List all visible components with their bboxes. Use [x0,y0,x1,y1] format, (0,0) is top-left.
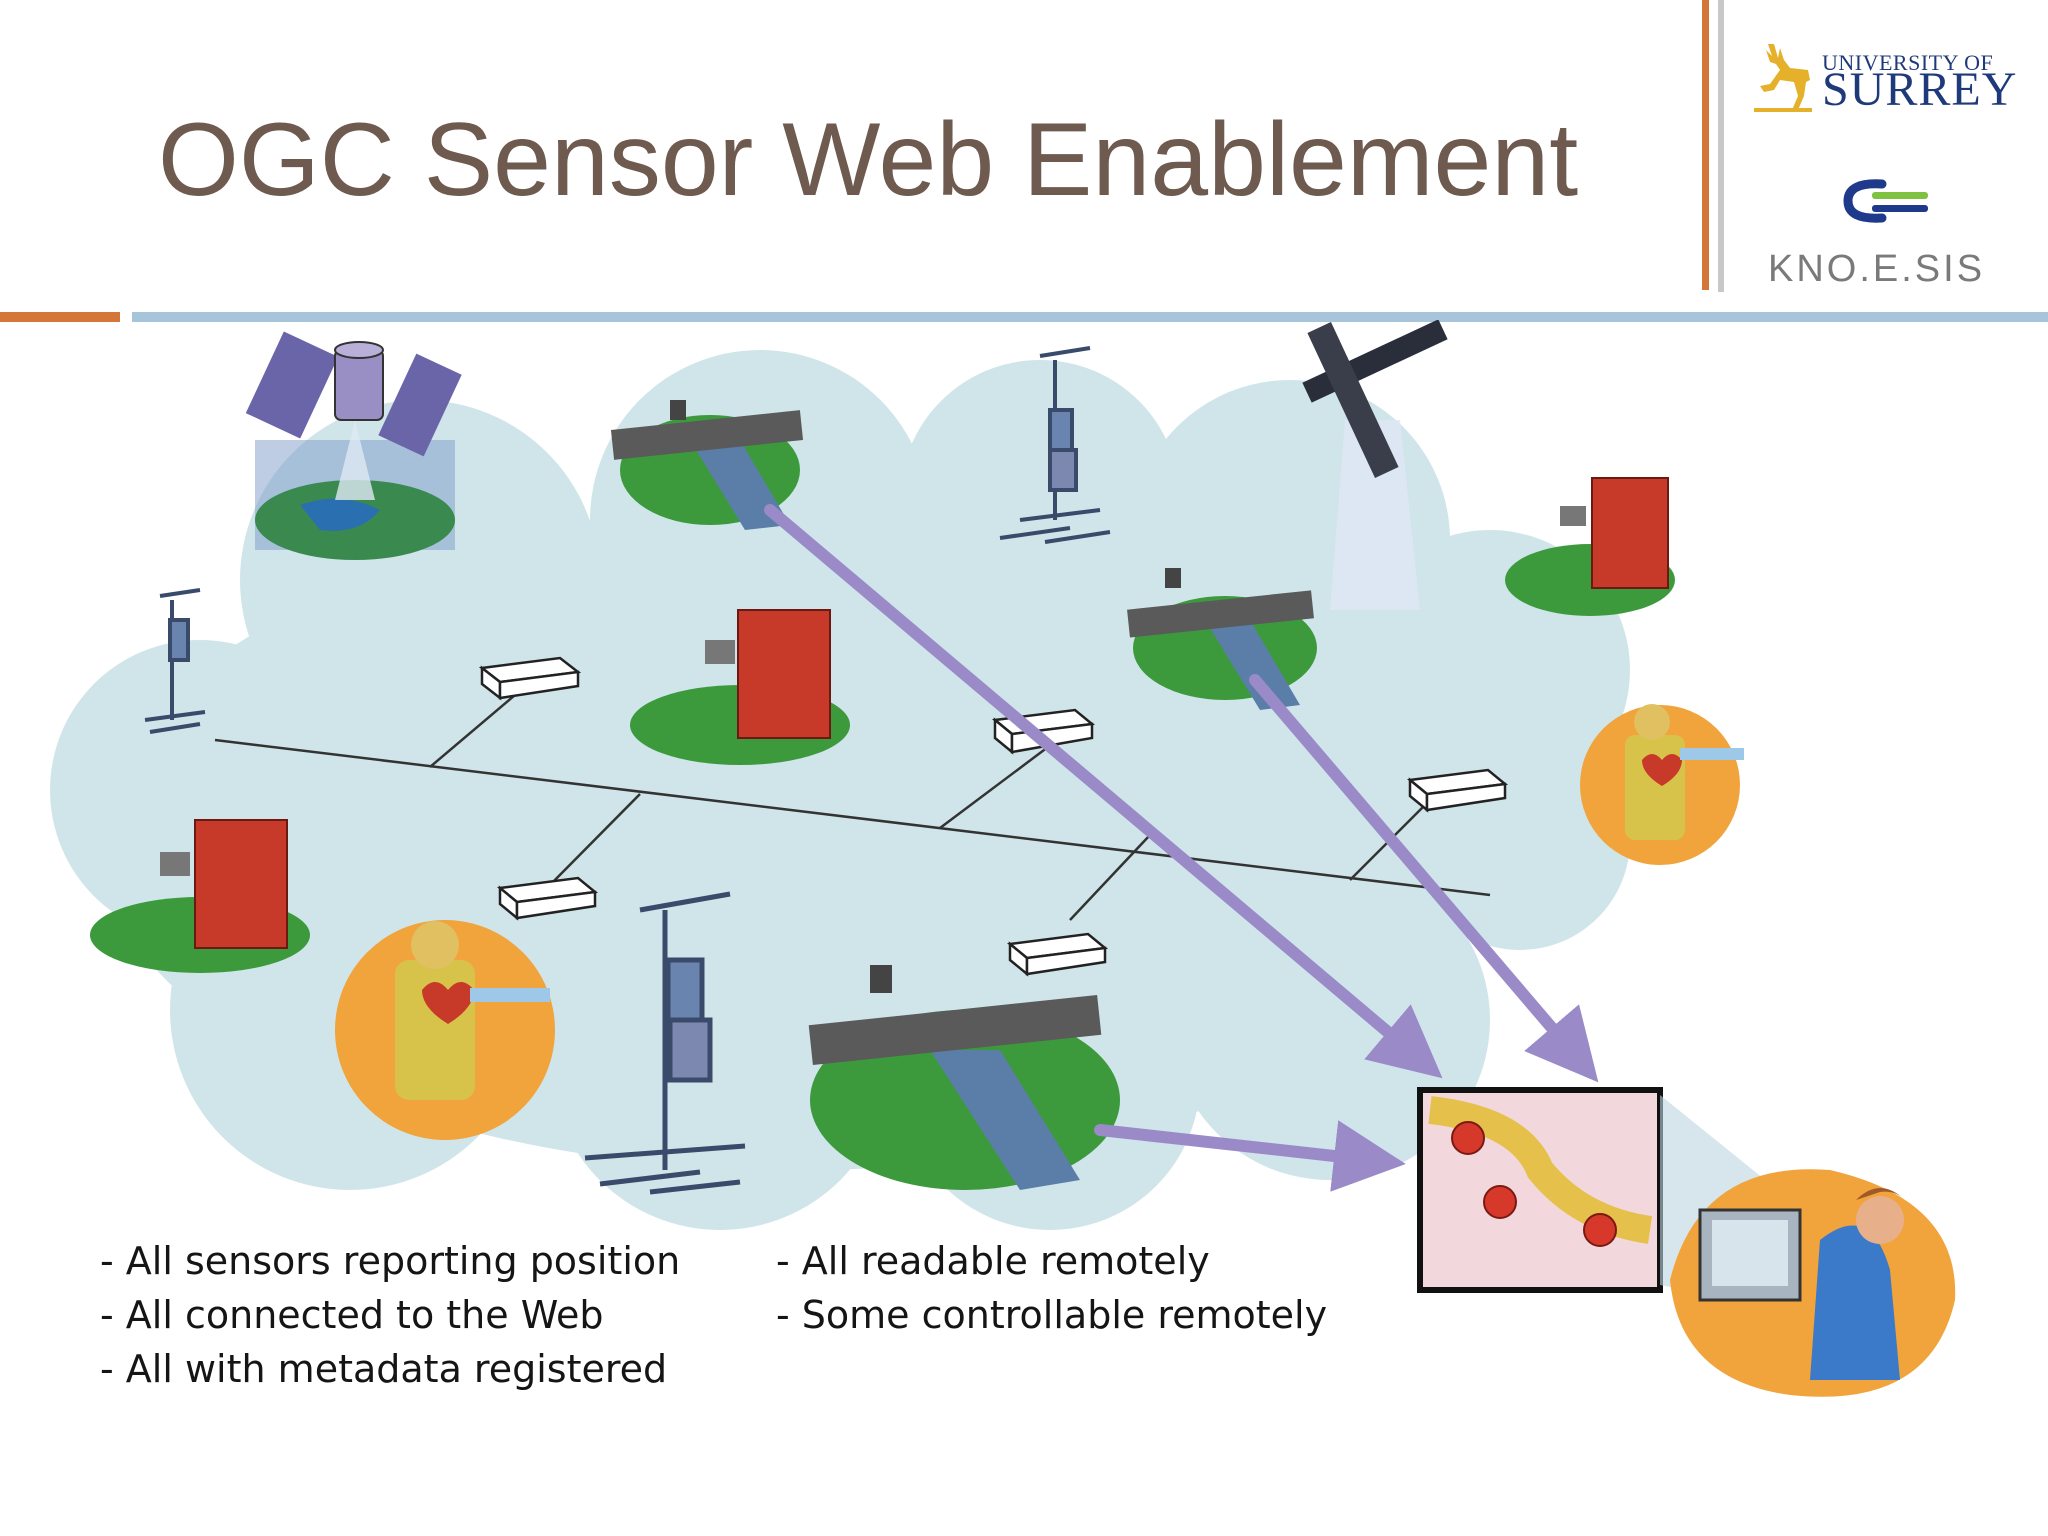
surrey-logo-line2: SURREY [1822,63,2018,116]
title-underline-blue [132,312,2048,322]
weather-station-icon [584,891,746,1195]
firefighter-icon [335,920,555,1140]
bullet-item: - All with metadata registered [100,1347,668,1391]
satellite-icon [245,331,462,560]
aircraft-sensor-icon [1302,320,1448,610]
bullet-item: - All sensors reporting position [100,1239,681,1283]
bullet-item: - Some controllable remotely [776,1293,1328,1337]
title-underline-orange [0,312,120,322]
bullet-item: - All connected to the Web [100,1293,604,1337]
knoesis-logo-text: KNO.E.SIS [1768,248,1986,290]
surrey-stag-icon [1754,44,1812,112]
bridge-road-icon [1127,568,1317,710]
bullet-list-right: - All readable remotely - Some controlla… [776,1234,1327,1342]
network-node [1006,932,1109,977]
weather-station-icon [999,346,1111,544]
network-backbone [214,694,1491,921]
slide-title: OGC Sensor Web Enablement [158,102,1579,218]
header-divider-orange [1702,0,1709,290]
bullet-item: - All readable remotely [776,1239,1210,1283]
knoesis-logo-icon [1843,179,1928,223]
data-flow-arrows [764,504,1599,1192]
surrey-logo-line1: UNIVERSITY OF [1822,50,1994,75]
weather-station-icon [144,588,206,734]
building-icon [630,609,850,765]
network-node [496,876,599,921]
building-icon [90,819,310,973]
building-icon [1505,477,1675,616]
firefighter-icon [1580,704,1744,865]
bullet-list-left: - All sensors reporting position - All c… [100,1234,680,1396]
network-node [478,656,582,701]
computer-user-icon [1670,1169,1956,1397]
sensor-web-diagram [50,320,1956,1397]
network-node [1406,768,1509,813]
header-divider-gray [1718,0,1724,292]
bridge-road-icon [808,965,1120,1190]
